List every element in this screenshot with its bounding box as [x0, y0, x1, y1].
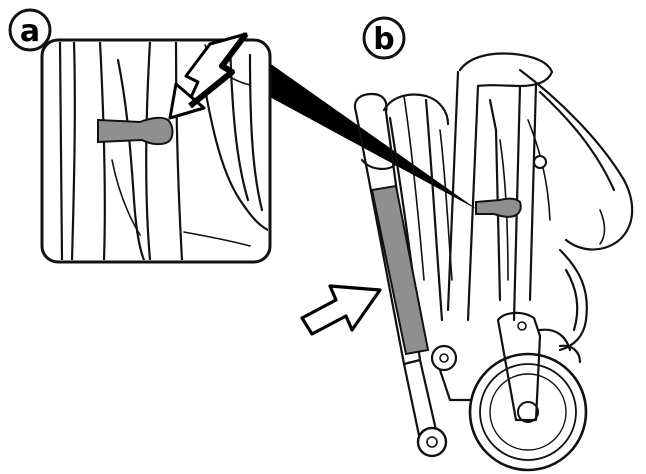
panel-label-b: b: [362, 16, 406, 60]
panel-label-b-text: b: [373, 22, 394, 57]
stroller-seat: [382, 93, 547, 332]
panel-a: a: [8, 8, 478, 264]
inset-frame: [40, 38, 272, 264]
panel-label-a: a: [8, 8, 52, 52]
fold-lever: [475, 197, 522, 218]
stroller-front-frame: [353, 92, 448, 458]
inset-detail: [58, 42, 268, 260]
zoom-callout-wedge: [268, 62, 478, 210]
fold-lever-detail: [97, 116, 174, 146]
stroller-hinge: [430, 344, 472, 402]
frame-tube-highlight: [370, 184, 430, 356]
panel-label-a-text: a: [20, 14, 40, 49]
panel-b: b: [300, 16, 634, 472]
stroller-canopy: [518, 68, 634, 352]
rear-wheel: [468, 311, 588, 472]
push-arrow-icon: [300, 284, 382, 336]
pointer-arrow-icon: [168, 32, 249, 120]
